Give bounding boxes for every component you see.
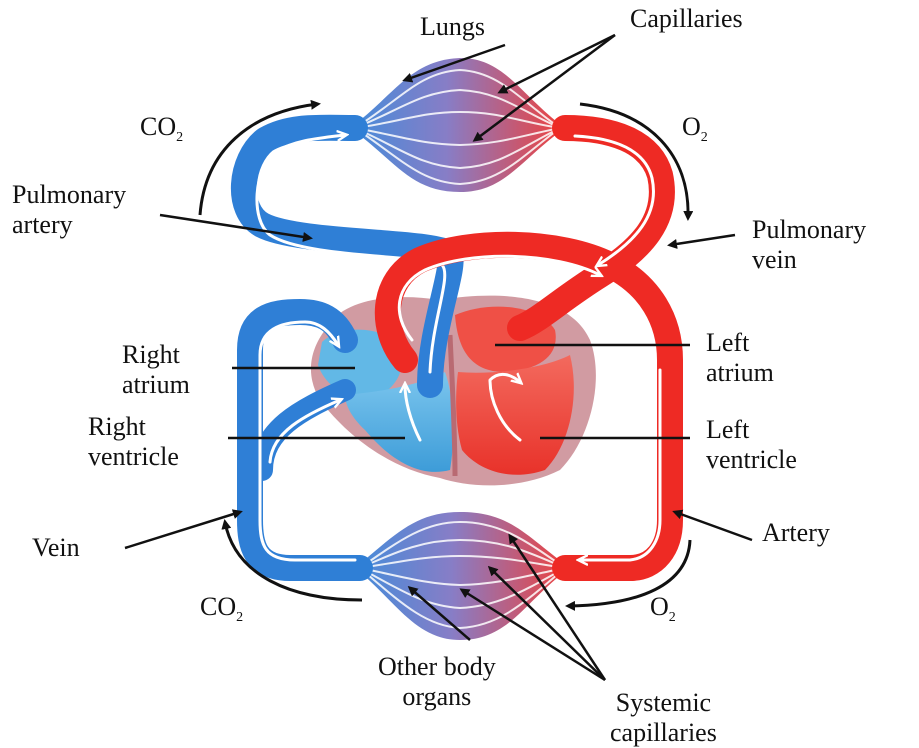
label-o2-bottom: O2 — [650, 592, 676, 633]
label-right-ventricle: Right ventricle — [88, 412, 179, 472]
label-pulmonary-vein: Pulmonary vein — [752, 215, 866, 275]
label-o2-top: O2 — [682, 112, 708, 153]
label-other-body-organs: Other body organs — [378, 652, 496, 712]
label-right-atrium: Right atrium — [122, 340, 190, 400]
label-capillaries: Capillaries — [630, 4, 743, 34]
label-systemic-capillaries: Systemic capillaries — [610, 688, 717, 748]
label-co2-top: CO2 — [140, 112, 183, 153]
label-left-ventricle: Left ventricle — [706, 415, 797, 475]
label-artery: Artery — [762, 518, 830, 548]
label-lungs: Lungs — [420, 12, 485, 42]
label-left-atrium: Left atrium — [706, 328, 774, 388]
label-co2-bottom: CO2 — [200, 592, 243, 633]
label-vein: Vein — [32, 533, 80, 563]
label-pulmonary-artery: Pulmonary artery — [12, 180, 126, 240]
